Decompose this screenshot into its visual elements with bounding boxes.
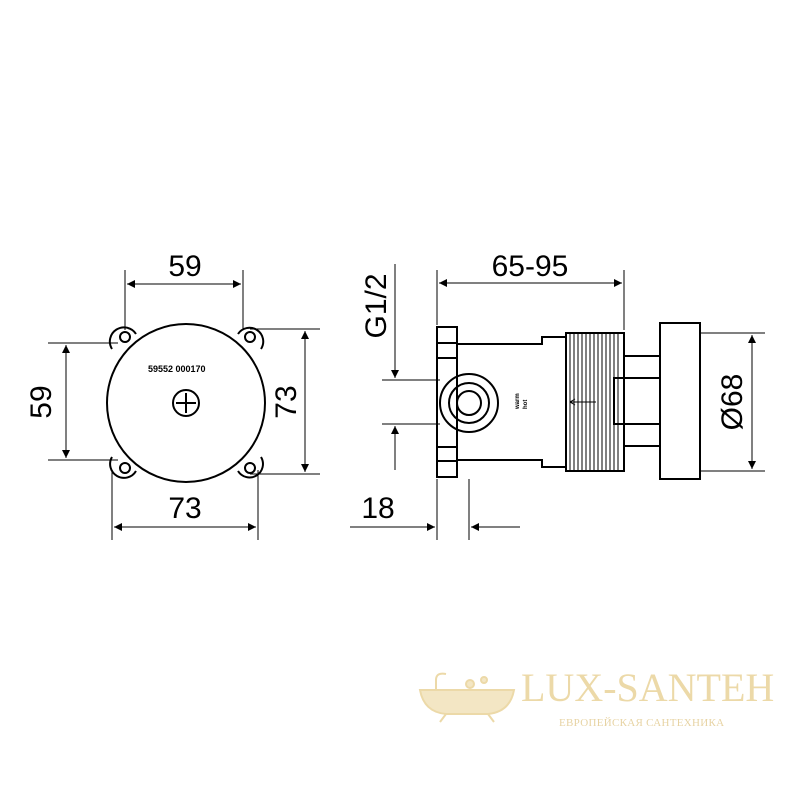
front-dimensions [48, 270, 320, 540]
dim-right-73: 73 [270, 385, 303, 418]
inlet-port [439, 373, 499, 433]
watermark-tagline: ЕВРОПЕЙСКАЯ САНТЕХНИКА [559, 717, 724, 729]
part-number: 59552 000170 [148, 364, 206, 374]
dim-top-59: 59 [168, 250, 201, 283]
dim-depth: 18 [361, 492, 394, 525]
side-view [436, 322, 701, 480]
watermark-brand: LUX-SANTEH [521, 665, 774, 710]
collar-nut [659, 322, 701, 480]
dim-diameter: Ø68 [716, 374, 749, 431]
dim-thread: G1/2 [360, 273, 393, 338]
center-screw-icon [172, 389, 200, 417]
flow-arrow-icon [569, 398, 596, 406]
front-body-circle [106, 323, 266, 483]
label-warm: warm [515, 393, 521, 410]
label-hot: hot [523, 400, 529, 409]
side-dimensions [350, 264, 765, 540]
dim-bottom-73: 73 [168, 492, 201, 525]
bathtub-icon [418, 672, 516, 723]
mounting-lugs [108, 326, 265, 479]
front-view [106, 323, 266, 483]
valve-housing [457, 336, 567, 468]
dim-length: 65-95 [492, 250, 569, 283]
dim-left-59: 59 [25, 385, 58, 418]
watermark: LUX-SANTEH ЕВРОПЕЙСКАЯ САНТЕХНИКА [418, 665, 774, 729]
